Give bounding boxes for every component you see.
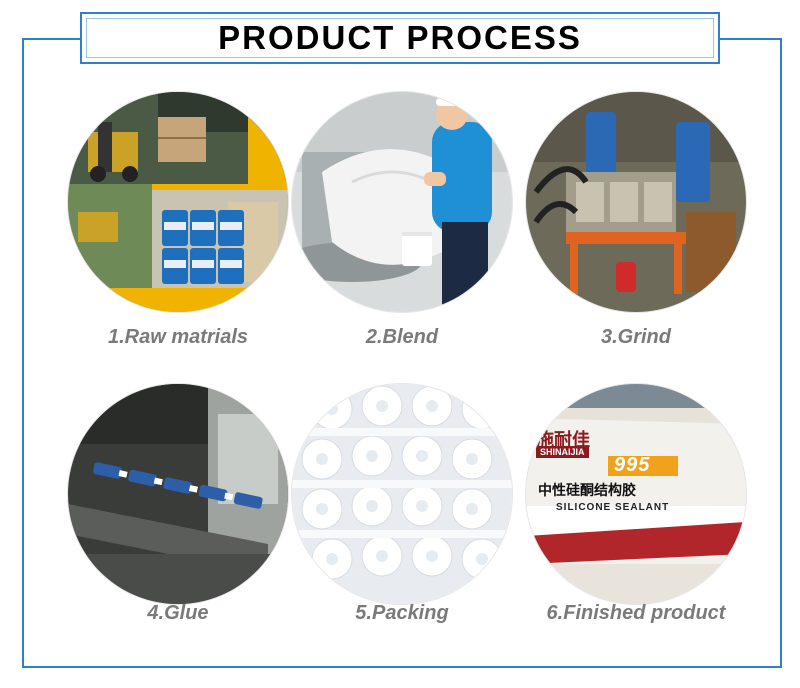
step-label: 1.Raw matrials bbox=[107, 326, 249, 348]
glue-photo bbox=[68, 384, 288, 604]
step-finished-product: 施耐佳 SHINAIJIA 995 中性硅酮结构胶 SILICONE SEALA… bbox=[526, 384, 746, 624]
frame-top-right bbox=[720, 38, 782, 40]
finished-product-photo: 施耐佳 SHINAIJIA 995 中性硅酮结构胶 SILICONE SEALA… bbox=[526, 384, 746, 604]
page-title: PRODUCT PROCESS bbox=[218, 19, 582, 56]
grind-photo bbox=[526, 92, 746, 312]
step-blend: 2.Blend bbox=[292, 92, 512, 348]
step-glue: 4.Glue bbox=[68, 384, 288, 624]
title-box: PRODUCT PROCESS bbox=[80, 12, 720, 64]
blend-photo bbox=[292, 92, 512, 312]
outer-frame bbox=[22, 38, 782, 668]
step-grind: 3.Grind bbox=[526, 92, 746, 348]
brand-en: SHINAIJIA bbox=[536, 446, 589, 458]
step-label: 2.Blend bbox=[365, 326, 439, 348]
step-label: 6.Finished product bbox=[546, 602, 726, 624]
product-box-label: 施耐佳 SHINAIJIA 995 中性硅酮结构胶 SILICONE SEALA… bbox=[526, 384, 746, 604]
brand-cn: 施耐佳 bbox=[536, 430, 590, 451]
step-label: 3.Grind bbox=[600, 326, 671, 348]
step-label: 4.Glue bbox=[147, 602, 209, 624]
step-raw-materials: 1.Raw matrials bbox=[68, 92, 288, 348]
product-name-en: SILICONE SEALANT bbox=[556, 502, 670, 513]
product-name-cn: 中性硅酮结构胶 bbox=[538, 483, 636, 499]
raw-materials-photo bbox=[68, 92, 288, 312]
step-label: 5.Packing bbox=[355, 602, 449, 624]
frame-top-left bbox=[22, 38, 80, 40]
product-model: 995 bbox=[614, 454, 651, 476]
step-packing: 5.Packing bbox=[292, 384, 512, 624]
packing-photo bbox=[292, 384, 512, 604]
